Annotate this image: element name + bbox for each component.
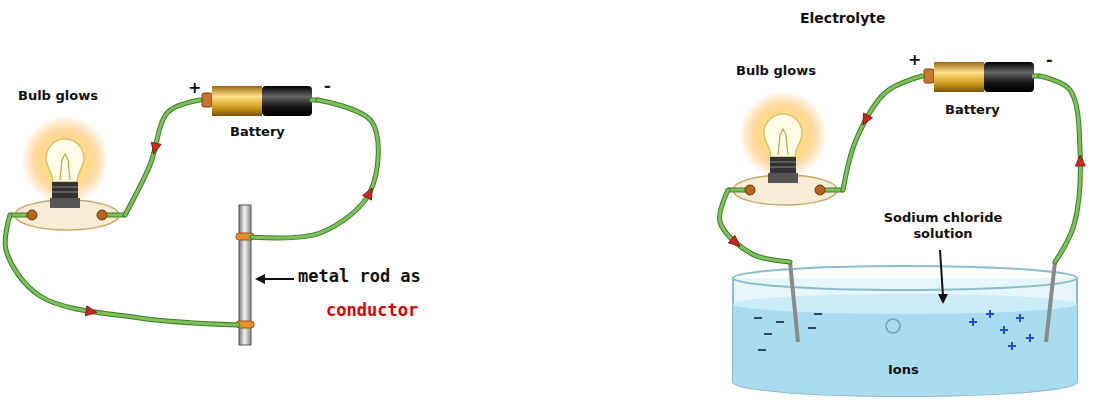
beaker-part	[754, 314, 822, 350]
wire	[1040, 76, 1085, 262]
wire-outline	[5, 215, 238, 325]
node-label: metal rod as	[298, 266, 421, 287]
current-arrowhead	[1075, 155, 1085, 166]
bulb-illustration-part	[97, 210, 107, 220]
beaker-part	[940, 250, 943, 296]
bulb-illustration-part	[21, 116, 109, 204]
beaker-part	[969, 310, 1034, 350]
battery: Battery	[200, 82, 318, 150]
beaker-part	[1046, 262, 1055, 342]
bulb-illustration-part	[50, 198, 80, 208]
wire-core	[1040, 76, 1080, 262]
beaker-part	[733, 266, 1077, 290]
bulb-illustration-part	[768, 173, 798, 183]
current-arrowhead	[728, 235, 743, 250]
bulb-illustration-part	[739, 91, 827, 179]
battery-illustration	[924, 62, 1040, 92]
bulb-illustration-part	[770, 157, 796, 173]
leader-arrow-part	[255, 274, 265, 284]
bulb-illustration-part	[52, 187, 78, 192]
battery-illustration-part	[212, 86, 262, 116]
wire	[252, 100, 378, 238]
beaker-part	[733, 294, 1077, 314]
bulb-illustration-part	[778, 129, 788, 155]
bulb-illustration	[728, 91, 843, 205]
node-label: Battery	[230, 124, 285, 140]
bulb-illustration-part	[764, 114, 802, 157]
battery-illustration-part	[202, 93, 212, 107]
battery: Battery	[922, 58, 1040, 126]
bulb-illustration-part	[27, 210, 37, 220]
leader-arrow	[255, 274, 294, 284]
metal-rod: metal rod asconductor	[238, 205, 252, 345]
battery-illustration-part	[924, 69, 934, 83]
wire	[843, 76, 922, 190]
wire	[125, 100, 200, 215]
wire-outline	[1040, 76, 1080, 262]
wire-core	[252, 100, 378, 238]
battery-illustration-part	[984, 62, 1034, 92]
bulb-illustration-part	[52, 182, 78, 198]
node-sublabel: Ions	[888, 362, 919, 378]
diagram-title: Electrolyte	[800, 10, 885, 28]
bulb-illustration	[10, 116, 125, 230]
wire	[720, 190, 790, 262]
positive-terminal: +	[908, 50, 921, 69]
positive-terminal: +	[188, 78, 201, 97]
wire-core	[5, 215, 238, 325]
beaker-part-part	[754, 314, 822, 350]
bulb-illustration-part	[815, 185, 825, 195]
negative-terminal: -	[324, 76, 331, 95]
node-label: Bulb glows	[18, 88, 98, 104]
current-arrowhead	[85, 306, 97, 318]
beaker-part	[733, 304, 1077, 396]
bulb-illustration-part	[770, 162, 796, 167]
bulb: Bulb glows	[10, 88, 125, 248]
negative-terminal: -	[1046, 50, 1053, 69]
current-arrowhead	[149, 142, 161, 155]
current-arrowhead	[858, 113, 872, 127]
wire-outline	[252, 100, 378, 238]
wire	[5, 215, 238, 325]
bulb-illustration-part	[745, 185, 755, 195]
wire-core	[843, 76, 922, 190]
battery-illustration-part	[262, 86, 312, 116]
wire-core	[720, 190, 790, 262]
battery-illustration	[202, 86, 318, 116]
battery-illustration-part	[934, 62, 984, 92]
wire-outline	[720, 190, 790, 262]
leader-arrow-part	[262, 278, 294, 280]
node-label: Sodium chloride solution	[878, 210, 1008, 243]
wire-outline	[843, 76, 922, 190]
beaker-part	[886, 319, 900, 333]
beaker-part	[733, 278, 1077, 396]
beaker: Sodium chloride solutionIons	[728, 262, 1082, 398]
bulb: Bulb glows	[728, 63, 843, 223]
beaker-part	[790, 262, 798, 342]
beaker-part	[938, 294, 948, 304]
beaker-part-part	[969, 310, 1034, 350]
node-label: Battery	[945, 102, 1000, 118]
node-sublabel: conductor	[326, 300, 418, 321]
wire-outline	[125, 100, 200, 215]
bulb-illustration-part	[46, 139, 84, 182]
beaker	[733, 250, 1077, 396]
current-arrowhead	[363, 186, 377, 200]
bulb-illustration-part	[60, 154, 70, 180]
wire-core	[125, 100, 200, 215]
node-label: Bulb glows	[736, 63, 816, 79]
